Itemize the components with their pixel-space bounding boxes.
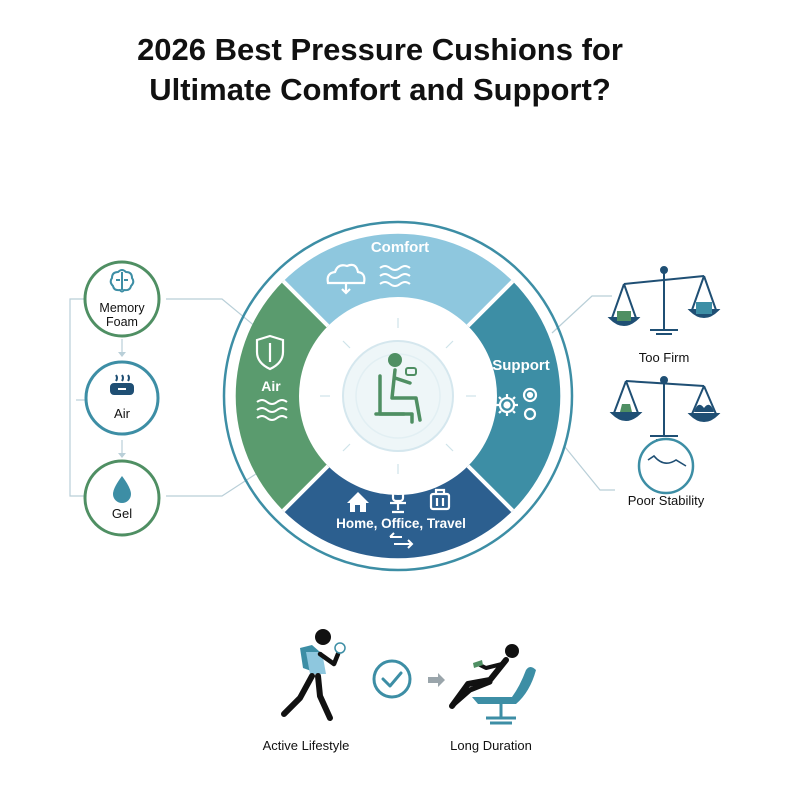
center-inner-circle — [342, 340, 454, 452]
arrow-right-icon — [428, 673, 445, 687]
shield-icon — [255, 334, 285, 371]
bottom-label-active: Active Lifestyle — [263, 738, 350, 753]
stability-indicator — [637, 437, 695, 495]
segment-label-uses: Home, Office, Travel — [336, 516, 466, 531]
scale-icon-too-firm — [607, 266, 721, 335]
page-title: 2026 Best Pressure Cushions for Ultimate… — [0, 30, 760, 110]
title-line-2: Ultimate Comfort and Support? — [149, 72, 611, 107]
gears-icon — [496, 387, 538, 421]
issue-label-too-firm: Too Firm — [639, 350, 690, 365]
segment-label-support: Support — [492, 357, 550, 374]
phone-icon — [334, 642, 346, 654]
bottom-label-duration: Long Duration — [450, 738, 532, 753]
material-label-air: Air — [114, 406, 131, 421]
seated-person-icon — [374, 353, 422, 424]
material-label-gel: Gel — [112, 506, 132, 521]
office-chair-icon — [390, 487, 406, 514]
arrows-icon — [389, 532, 414, 549]
check-icon — [372, 659, 412, 699]
segment-dividers — [281, 279, 515, 513]
droplet-icon — [113, 476, 131, 503]
suitcase-icon — [429, 488, 451, 511]
comfort-waves-icon — [379, 265, 411, 287]
segment-label-air: Air — [261, 378, 281, 394]
left-connectors — [69, 298, 263, 497]
air-pump-icon — [110, 374, 134, 395]
home-icon — [347, 492, 369, 512]
material-gel[interactable]: Gel — [83, 459, 161, 537]
material-arrows — [118, 352, 126, 458]
material-label-memory-foam-1: Memory — [99, 301, 145, 315]
running-person-icon — [281, 629, 346, 721]
material-label-memory-foam-2: Foam — [106, 315, 138, 329]
material-memory-foam[interactable]: Memory Foam — [83, 260, 161, 338]
air-waves-icon — [256, 399, 288, 421]
cloud-icon — [326, 263, 366, 295]
segment-label-comfort: Comfort — [371, 239, 429, 256]
right-connectors — [551, 295, 615, 491]
center-ticks — [320, 318, 476, 474]
material-air[interactable]: Air — [84, 360, 160, 436]
issue-label-poor-stability: Poor Stability — [628, 493, 705, 508]
brain-icon — [109, 269, 135, 293]
segment-comfort[interactable] — [283, 233, 513, 326]
wheel-outer-ring — [222, 220, 574, 572]
title-line-1: 2026 Best Pressure Cushions for — [137, 32, 623, 67]
scale-icon-balance — [609, 376, 721, 441]
reclining-person-icon — [449, 644, 536, 725]
segment-support[interactable] — [468, 281, 561, 511]
